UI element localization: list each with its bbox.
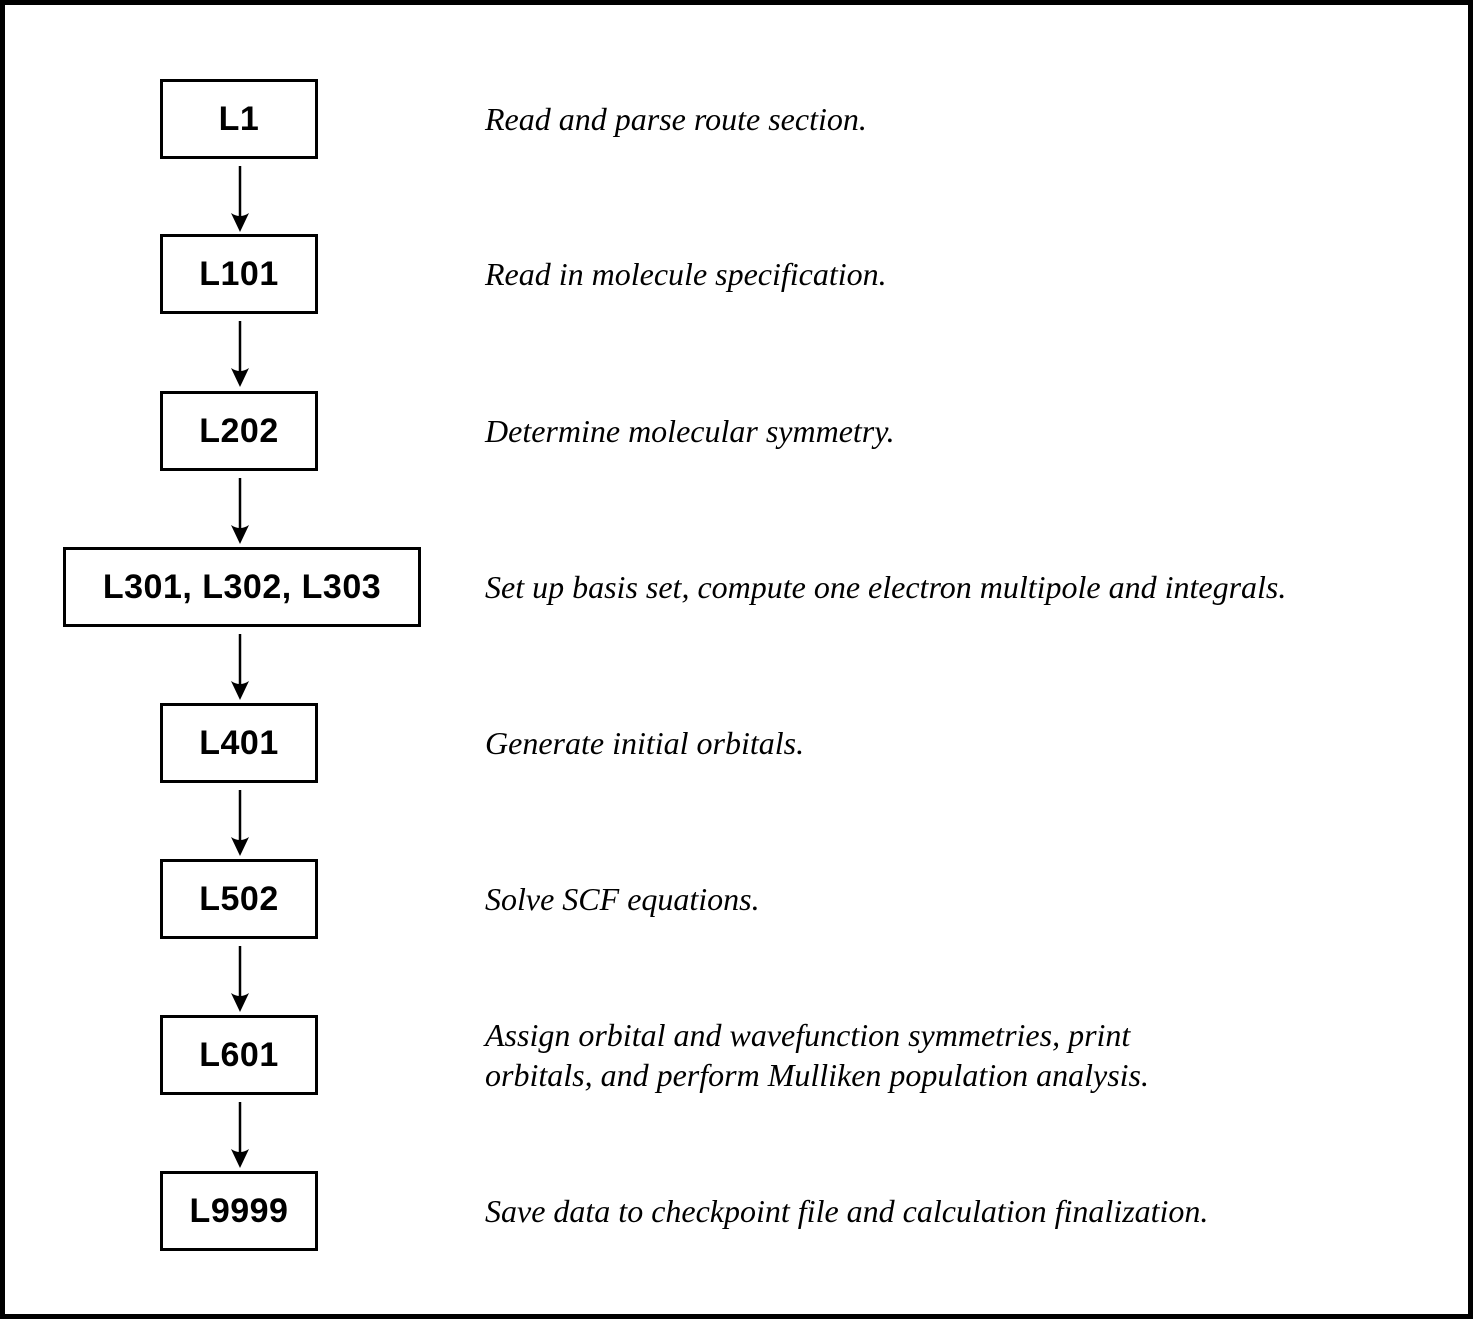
step-description: Set up basis set, compute one electron m… (485, 569, 1287, 605)
arrow-down-icon (227, 634, 253, 700)
step-box-label: L601 (199, 1035, 279, 1074)
step-box-l9999: L9999 (160, 1171, 318, 1251)
arrow-down-icon (227, 166, 253, 232)
arrow-down-icon (227, 478, 253, 544)
step-description: Read in molecule specification. (485, 256, 887, 292)
step-description: Read and parse route section. (485, 101, 867, 137)
step-box-l1: L1 (160, 79, 318, 159)
step-box-label: L1 (218, 99, 260, 138)
step-box-label: L202 (199, 411, 279, 450)
step-description: Solve SCF equations. (485, 881, 760, 917)
step-description-container: Read and parse route section. (485, 79, 1425, 159)
step-description-container: Solve SCF equations. (485, 859, 1425, 939)
step-box-label: L301, L302, L303 (102, 567, 382, 606)
step-box-label: L502 (199, 879, 279, 918)
step-description-container: Determine molecular symmetry. (485, 391, 1425, 471)
flow-step: L1 Read and parse route section. (5, 79, 1468, 159)
step-description-container: Read in molecule specification. (485, 234, 1425, 314)
step-box-l601: L601 (160, 1015, 318, 1095)
flow-step: L301, L302, L303 Set up basis set, compu… (5, 547, 1468, 627)
arrow-down-icon (227, 321, 253, 387)
step-description-container: Assign orbital and wavefunction symmetri… (485, 1015, 1425, 1095)
flow-step: L202 Determine molecular symmetry. (5, 391, 1468, 471)
flow-step: L9999 Save data to checkpoint file and c… (5, 1171, 1468, 1251)
step-description: Save data to checkpoint file and calcula… (485, 1193, 1209, 1229)
arrow-down-icon (227, 1102, 253, 1168)
step-box-l301-l302-l303: L301, L302, L303 (63, 547, 421, 627)
arrow-down-icon (227, 790, 253, 856)
step-box-label: L9999 (189, 1191, 289, 1230)
flow-step: L502 Solve SCF equations. (5, 859, 1468, 939)
step-box-label: L101 (199, 254, 279, 293)
step-description: Determine molecular symmetry. (485, 413, 895, 449)
flow-step: L101 Read in molecule specification. (5, 234, 1468, 314)
step-description-container: Save data to checkpoint file and calcula… (485, 1171, 1425, 1251)
step-description-container: Set up basis set, compute one electron m… (485, 547, 1425, 627)
step-box-l101: L101 (160, 234, 318, 314)
flow-step: L401 Generate initial orbitals. (5, 703, 1468, 783)
step-description: Generate initial orbitals. (485, 725, 805, 761)
step-box-l401: L401 (160, 703, 318, 783)
step-box-label: L401 (199, 723, 279, 762)
step-box-l502: L502 (160, 859, 318, 939)
step-box-l202: L202 (160, 391, 318, 471)
arrow-down-icon (227, 946, 253, 1012)
flow-step: L601 Assign orbital and wavefunction sym… (5, 1015, 1468, 1095)
step-description: Assign orbital and wavefunction symmetri… (485, 1017, 1149, 1093)
step-description-container: Generate initial orbitals. (485, 703, 1425, 783)
